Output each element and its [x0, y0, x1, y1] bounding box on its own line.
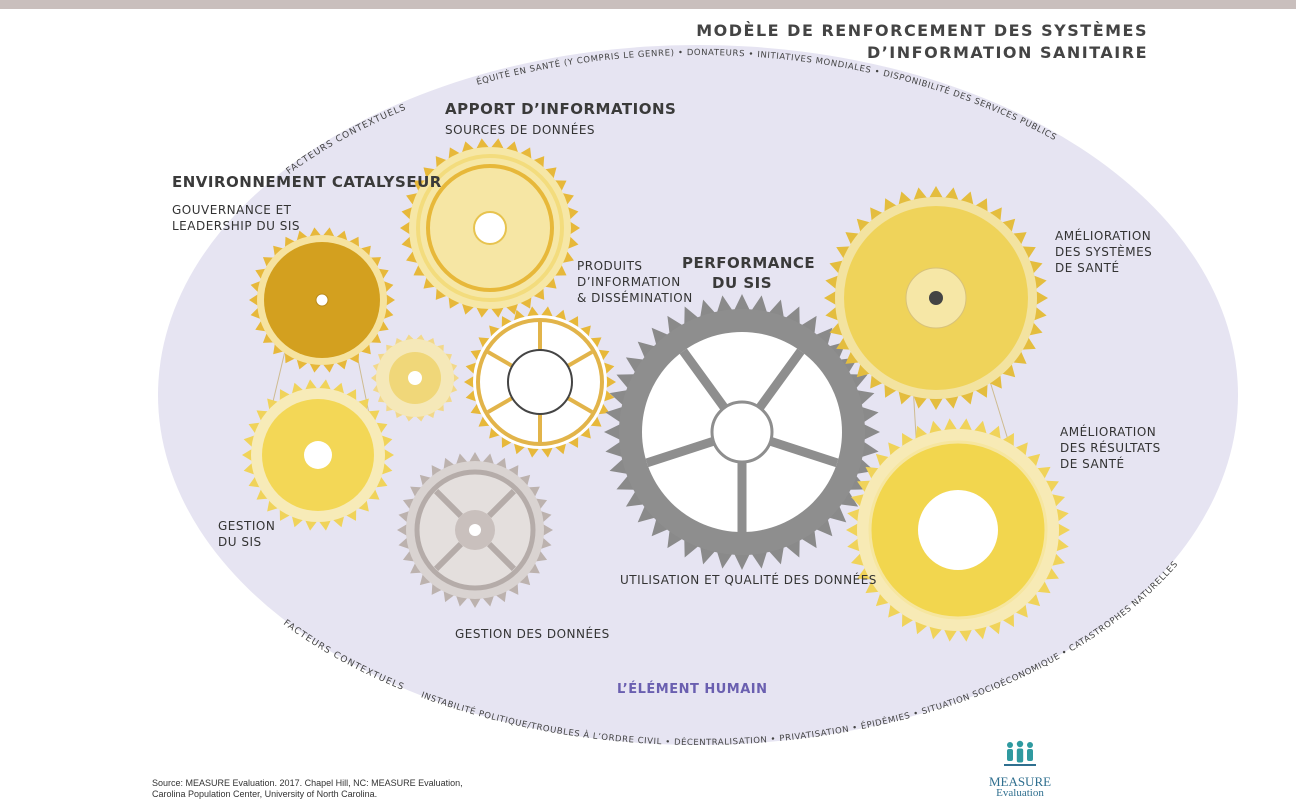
gestion-sis-2: DU SIS — [218, 535, 262, 549]
gear-governance — [249, 227, 395, 373]
amelio-sys-3: DE SANTÉ — [1055, 261, 1120, 275]
amelio-res-2: DES RÉSULTATS — [1060, 441, 1161, 455]
amelio-res-1: AMÉLIORATION — [1060, 425, 1157, 439]
apport-title: APPORT D’INFORMATIONS — [445, 100, 677, 118]
gestion-sis-1: GESTION — [218, 519, 276, 533]
gear-sources — [400, 138, 580, 318]
env-sub-2: LEADERSHIP DU SIS — [172, 219, 300, 233]
source-line-1: Source: MEASURE Evaluation. 2017. Chapel… — [152, 778, 463, 788]
source-line-2: Carolina Population Center, University o… — [152, 789, 378, 799]
amelio-sys-2: DES SYSTÈMES — [1055, 245, 1153, 259]
gear-amelio-resultats — [846, 418, 1070, 642]
gear-gestion-donnees — [397, 452, 553, 608]
title-line-2: D’INFORMATION SANITAIRE — [866, 43, 1148, 62]
perf-1: PERFORMANCE — [682, 254, 816, 272]
source-note: Source: MEASURE Evaluation. 2017. Chapel… — [152, 778, 463, 800]
gestion-donnees-label: GESTION DES DONNÉES — [455, 627, 610, 641]
apport-sub: SOURCES DE DONNÉES — [445, 123, 596, 137]
utilisation-label: UTILISATION ET QUALITÉ DES DONNÉES — [620, 573, 877, 587]
people-icon — [1004, 740, 1036, 766]
element-humain-label: L’ÉLÉMENT HUMAIN — [617, 682, 768, 697]
diagram-title: MODÈLE DE RENFORCEMENT DES SYSTÈMES D’IN… — [696, 20, 1148, 64]
gear-gestion-sis — [242, 379, 394, 531]
gear-amelio-systemes — [824, 186, 1048, 410]
gear-performance — [604, 294, 880, 570]
gear-small — [371, 334, 459, 422]
produits-3: & DISSÉMINATION — [577, 291, 693, 305]
produits-1: PRODUITS — [577, 259, 643, 273]
env-title: ENVIRONNEMENT CATALYSEUR — [172, 173, 442, 191]
perf-2: DU SIS — [712, 274, 773, 292]
top-bar — [0, 0, 1296, 9]
logo-name: MEASURE — [988, 774, 1052, 789]
logo-sub: Evaluation — [996, 787, 1044, 799]
amelio-sys-1: AMÉLIORATION — [1055, 229, 1152, 243]
amelio-res-3: DE SANTÉ — [1060, 457, 1125, 471]
title-line-1: MODÈLE DE RENFORCEMENT DES SYSTÈMES — [696, 21, 1148, 40]
measure-logo: MEASURE Evaluation — [988, 740, 1052, 799]
produits-2: D’INFORMATION — [577, 275, 681, 289]
gear-produits — [464, 306, 616, 458]
env-sub-1: GOUVERNANCE ET — [172, 203, 292, 217]
